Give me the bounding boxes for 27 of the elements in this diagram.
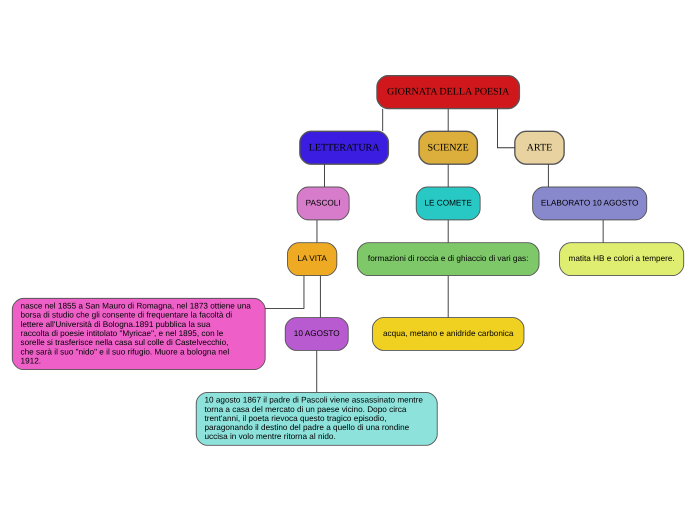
node-box: LETTERATURA — [299, 130, 390, 164]
connector — [316, 350, 318, 392]
connector — [497, 108, 516, 148]
node-box: LA VITA — [287, 242, 338, 276]
connector — [324, 164, 325, 187]
node-box: 10 AGOSTO — [284, 316, 349, 350]
node-box: nasce nel 1855 a San Mauro di Romagna, nel 1873 ottiene una borsa di studio che gli consente di frequentare la facoltà di lettere all'Università di Bologna.1891 pubblica la sua raccolta di poesie intitolato "Myricae", e nel 1895, con le sorelle si trasferisce nella casa sul colle di Castelvecchio, che sarà il suo "nido" e il suo rifugio. Muore a bologna nel 1912. — [12, 297, 266, 370]
node-box: formazioni di roccia e di ghiaccio di vari gas: — [356, 242, 540, 276]
connector — [320, 274, 321, 318]
node-box: PASCOLI — [296, 186, 350, 220]
node-box: ARTE — [514, 130, 565, 164]
connector — [316, 219, 318, 242]
node-box: 10 agosto 1867 il padre di Pascoli viene assassinato mentre torna a casa del mercato di un paese vicino. Dopo circa trent'anni, il poeta rievoca questo tragico episodio, paragonando il destino del padre a quello di una rondine uccisa in volo mentre ritorna al nido. — [196, 391, 438, 446]
node-box: LE COMETE — [416, 186, 481, 220]
connector — [448, 164, 449, 187]
connector — [602, 219, 604, 242]
node-box: acqua, metano e anidride carbonica — [372, 316, 524, 350]
connector — [264, 274, 304, 308]
node-box: matita HB e colori a tempere. — [559, 242, 684, 276]
node-box: GIORNATA DELLA POESIA — [376, 74, 520, 109]
node-box: ELABORATO 10 AGOSTO — [532, 186, 648, 220]
node-box: SCIENZE — [418, 130, 478, 164]
connector — [448, 108, 449, 132]
connector — [548, 164, 549, 187]
connector — [448, 274, 449, 318]
connector — [382, 108, 384, 132]
connector — [448, 219, 449, 242]
